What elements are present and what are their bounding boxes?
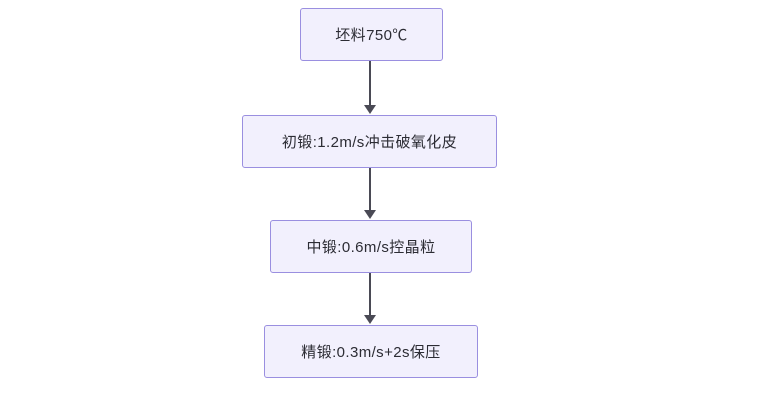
flow-node-label: 坯料750℃ — [335, 27, 408, 44]
arrowhead-icon-2 — [364, 210, 376, 219]
arrowhead-icon-3 — [364, 315, 376, 324]
flow-node-label: 精锻:0.3m/s+2s保压 — [301, 344, 441, 361]
flow-node-label: 中锻:0.6m/s控晶粒 — [306, 239, 436, 256]
flow-node-label: 初锻:1.2m/s冲击破氧化皮 — [281, 134, 458, 151]
flow-node-medium-forging[interactable]: 中锻:0.6m/s控晶粒 — [270, 220, 472, 273]
flow-node-rough-forging[interactable]: 初锻:1.2m/s冲击破氧化皮 — [242, 115, 497, 168]
connector-line-2 — [369, 168, 371, 210]
connector-line-3 — [369, 273, 371, 315]
connector-line-1 — [369, 61, 371, 105]
arrowhead-icon-1 — [364, 105, 376, 114]
flow-node-billet[interactable]: 坯料750℃ — [300, 8, 443, 61]
flow-node-finish-forging[interactable]: 精锻:0.3m/s+2s保压 — [264, 325, 478, 378]
